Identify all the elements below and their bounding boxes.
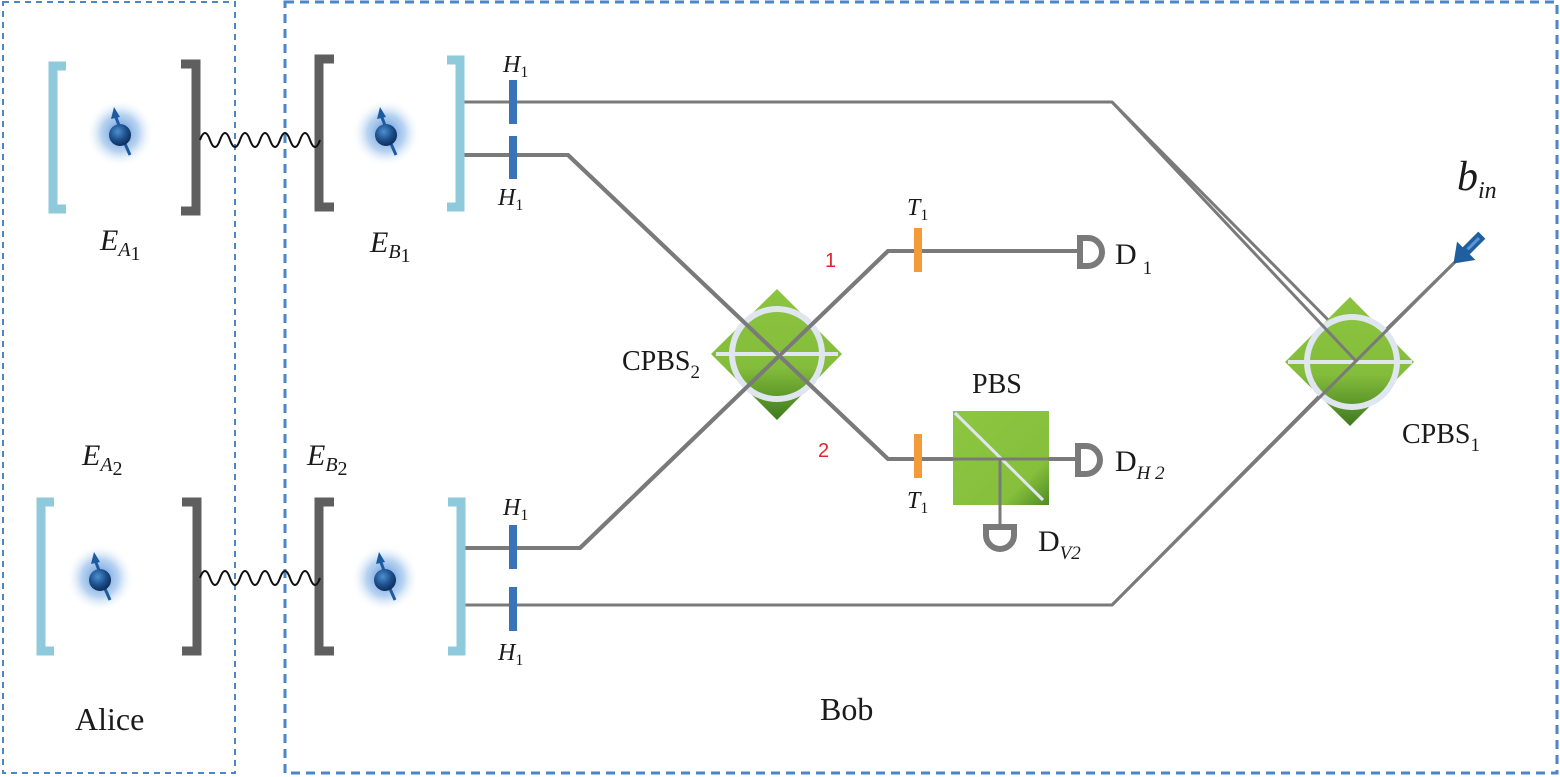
h-plate-bottom-upper (509, 525, 517, 569)
label-dh2: DH 2 (1115, 445, 1165, 484)
mirror-right (182, 497, 202, 656)
label-t1-port2: T1 (907, 488, 928, 517)
label-dv2: DV2 (1038, 525, 1081, 564)
beam-eb1-upper (462, 100, 1357, 349)
cavity-ea1 (48, 59, 201, 216)
label-eb1: EB1 (369, 226, 411, 267)
mirror-left (314, 497, 334, 656)
label-pbs: PBS (972, 369, 1022, 400)
label-ea2: EA2 (81, 439, 123, 480)
mirror-left (314, 54, 334, 212)
detector-d1-icon (1077, 235, 1105, 269)
label-cpbs2: CPBS2 (622, 346, 700, 383)
mirror-left (36, 497, 54, 656)
cpbs2-splitter (566, 153, 890, 550)
mirror-right (448, 497, 466, 656)
port-label-1: 1 (825, 250, 836, 272)
input-arrow-icon (1453, 231, 1486, 264)
alice-region (2, 1, 236, 774)
atom-spin-icon (84, 97, 156, 169)
label-h1-bottom-lower: H1 (497, 640, 523, 669)
atom-spin-icon (64, 542, 136, 614)
h-plate-bottom-lower (509, 587, 517, 631)
atom-spin-icon (350, 97, 422, 169)
label-cpbs1: CPBS1 (1402, 419, 1480, 456)
label-h1-top-upper: H1 (502, 52, 528, 81)
label-t1-port1: T1 (907, 195, 928, 224)
t-plate-port1 (914, 228, 922, 272)
pbs-splitter (953, 411, 1078, 525)
label-h1-top-lower: H1 (497, 185, 523, 214)
entanglement-spring-bottom (199, 570, 321, 586)
cavity-eb2 (314, 497, 466, 656)
mirror-right (447, 55, 465, 212)
mirror-left (48, 61, 66, 214)
cavity-eb1 (314, 54, 465, 212)
beam-eb2-lower (462, 358, 1357, 607)
h-plate-top-upper (509, 80, 517, 124)
bob-region (283, 0, 1559, 775)
label-h1-bottom-upper: H1 (502, 495, 528, 524)
h-plate-top-lower (509, 136, 517, 179)
atom-spin-icon (349, 542, 421, 614)
label-alice: Alice (75, 701, 144, 737)
cpbs1-splitter (1110, 100, 1459, 607)
detector-dv2-icon (983, 524, 1017, 552)
mirror-right (181, 59, 201, 216)
label-ea1: EA1 (99, 224, 141, 265)
label-bin: bin (1457, 154, 1497, 204)
label-bob: Bob (820, 691, 873, 727)
cavity-ea2 (36, 497, 202, 656)
detector-dh2-icon (1075, 443, 1103, 477)
t-plate-port2 (914, 434, 922, 478)
entanglement-spring-top (199, 132, 321, 148)
port-label-2: 2 (818, 440, 829, 462)
label-eb2: EB2 (306, 439, 348, 480)
